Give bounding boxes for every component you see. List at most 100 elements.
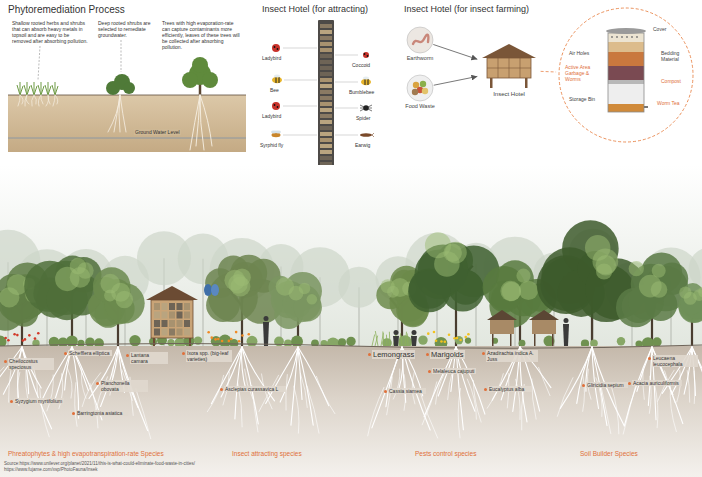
tree-highlight [70,267,91,288]
root [136,389,151,439]
plant-name: Melaleuca cajuputi [432,368,476,374]
label-dot [428,370,431,373]
flower [464,336,467,339]
food-waste-icon [422,88,428,94]
hut-cell [177,329,183,336]
hotel-cell [320,54,332,58]
plant-name: Gliricidia sepium [586,382,628,388]
connector [434,76,478,85]
root [242,347,275,401]
hotel-cell [320,36,332,40]
bin-layer [608,104,644,112]
root [120,95,126,132]
herb [45,82,51,95]
section-heading: Insect Hotel (for attracting) [262,4,368,15]
bin-layer [608,42,644,52]
shrub [66,335,78,347]
lemongrass-blade [375,331,378,346]
insect-spot [367,55,369,57]
person-head [564,318,569,323]
insect-name: Spider [356,115,370,121]
root [286,375,288,411]
lemongrass-blade [401,335,402,346]
tree-highlight [639,275,662,298]
insect-body [363,105,369,111]
node-label: Storage Bin [569,96,609,102]
plant-name: Cassia siamea [388,388,426,394]
person-body [393,336,399,346]
root [307,386,319,433]
root [316,376,334,413]
insect-icon [361,76,371,85]
hotel-cell [320,30,332,34]
root [300,373,307,407]
source-note: https://www.fujame.com/xsp/PhotoFauna/In… [4,467,98,472]
insect-wing [274,74,280,77]
hotel-cell [320,96,332,100]
root [368,387,384,435]
hut-cell [154,329,160,336]
shrub [519,340,526,347]
flower [228,340,231,343]
air-hole [636,36,638,38]
icon-circle: Earthworm [407,27,433,53]
flower [210,336,213,339]
hut-roof [482,44,536,58]
node-label: Insect Hotel [478,91,540,98]
label-dot [126,354,129,357]
label-dot [72,412,75,415]
earthworm-icon [413,35,428,44]
plant-name: Ixora spp. (big-leaf varieties) [186,350,232,362]
plant-name: Eucalyptus alba [488,386,532,392]
lemongrass-blade [407,333,409,346]
hotel-cell [320,150,332,154]
hut-cell [162,329,168,336]
leader-line [335,108,358,109]
herb [52,82,58,95]
hotel-cell [320,84,332,88]
root [291,347,298,425]
flower [448,334,451,337]
bin-layer [608,52,644,66]
hut-cell [184,303,190,310]
hut-cell [184,312,190,319]
shrub [49,337,60,348]
label-dot [648,357,651,360]
hotel-cell [320,126,332,130]
node-label: Worm Tea [657,100,687,106]
hotel-cell [320,138,332,142]
insect-icon [271,131,281,138]
herb [24,82,30,95]
tree-highlight [596,263,612,279]
lemongrass-blade [399,333,401,346]
flower [214,338,217,341]
plant-name: Planchonella obovata [100,380,148,392]
hut-cell [162,303,168,310]
tree-highlight [679,286,691,298]
label-dot [96,382,99,385]
hotel-cell [320,42,332,46]
flower [7,339,10,342]
label-dot [426,353,429,356]
plant-name: Cheilocostus speciosus [8,358,54,370]
insect-name: Bee [270,87,279,93]
hut-cell [169,320,175,327]
root [75,383,77,427]
label-dot [182,352,185,355]
tree-highlight [516,269,530,283]
shrub [129,335,140,346]
hut-leg [534,334,536,346]
label-dot [384,390,387,393]
hotel-cell [320,78,332,82]
shrub [652,337,661,346]
hut-leg [552,334,554,346]
plant-name: Leucaena leucocephala [652,355,698,367]
label-dot [482,352,485,355]
flower [235,331,238,334]
insect-body [360,133,372,137]
insect-icon [360,133,374,137]
background-tree [339,267,380,308]
root [3,347,22,394]
